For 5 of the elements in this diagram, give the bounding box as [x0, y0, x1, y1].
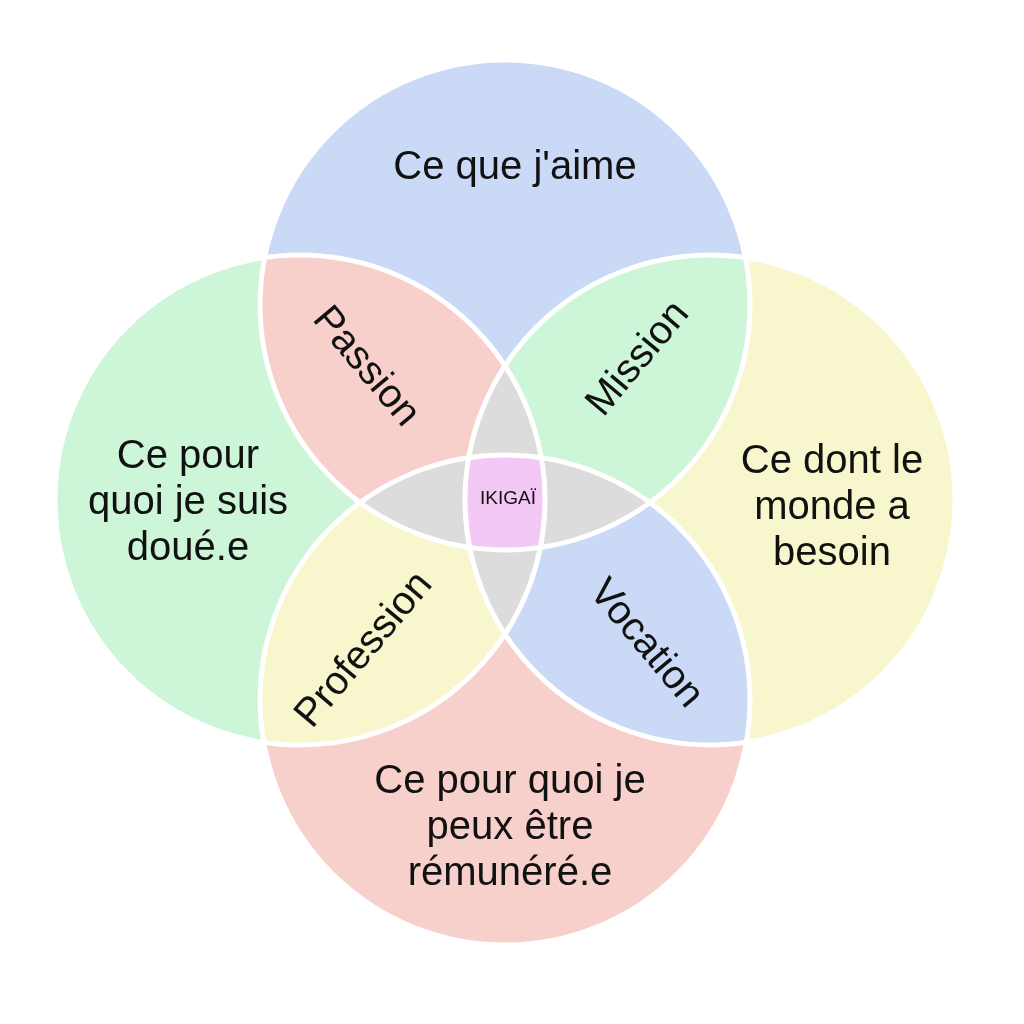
center-label: IKIGAÏ: [479, 487, 537, 509]
circle-label: Ce dont le monde a besoin: [739, 436, 925, 574]
circle-label: Ce que j'aime: [392, 142, 638, 188]
circle-label: Ce pour quoi je suis doué.e: [86, 431, 290, 569]
circle-label: Ce pour quoi je peux être rémunéré.e: [373, 756, 647, 894]
